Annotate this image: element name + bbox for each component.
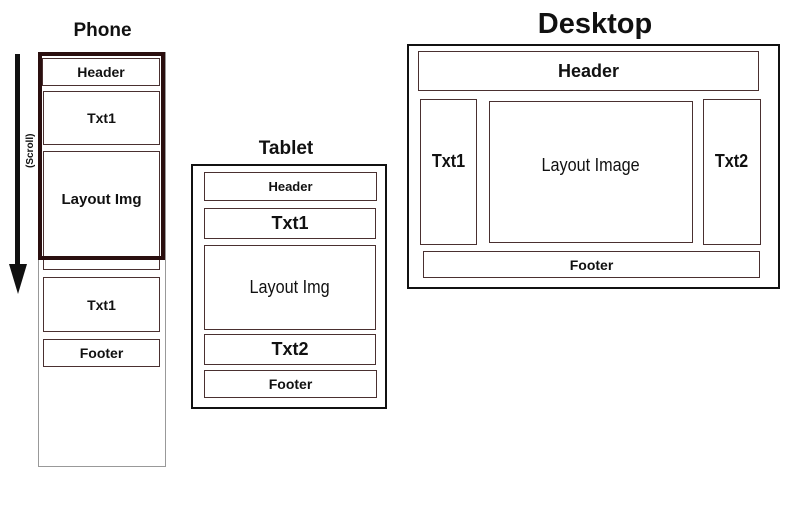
phone-txt1-top: Txt1 [43,91,160,145]
tablet-layout-img: Layout Img [204,245,376,330]
tablet-frame [191,164,387,409]
desktop-txt1: Txt1 [420,99,477,245]
tablet-header: Header [204,172,377,201]
phone-header: Header [42,58,160,86]
desktop-frame [407,44,780,289]
scroll-label: (Scroll) [25,133,36,168]
desktop-header: Header [418,51,759,91]
phone-layout-img: Layout Img [43,151,160,270]
desktop-txt2: Txt2 [703,99,761,245]
tablet-footer: Footer [204,370,377,398]
phone-txt1-bottom: Txt1 [43,277,160,332]
tablet-title: Tablet [258,138,314,159]
tablet-txt1: Txt1 [204,208,376,239]
phone-title: Phone [73,20,132,41]
phone-viewport [38,52,165,260]
tablet-txt2: Txt2 [204,334,376,365]
desktop-layout-image: Layout Image [489,101,693,243]
desktop-footer: Footer [423,251,760,278]
scroll-arrow-icon [9,54,27,294]
phone-footer: Footer [43,339,160,367]
desktop-title: Desktop [537,8,653,40]
